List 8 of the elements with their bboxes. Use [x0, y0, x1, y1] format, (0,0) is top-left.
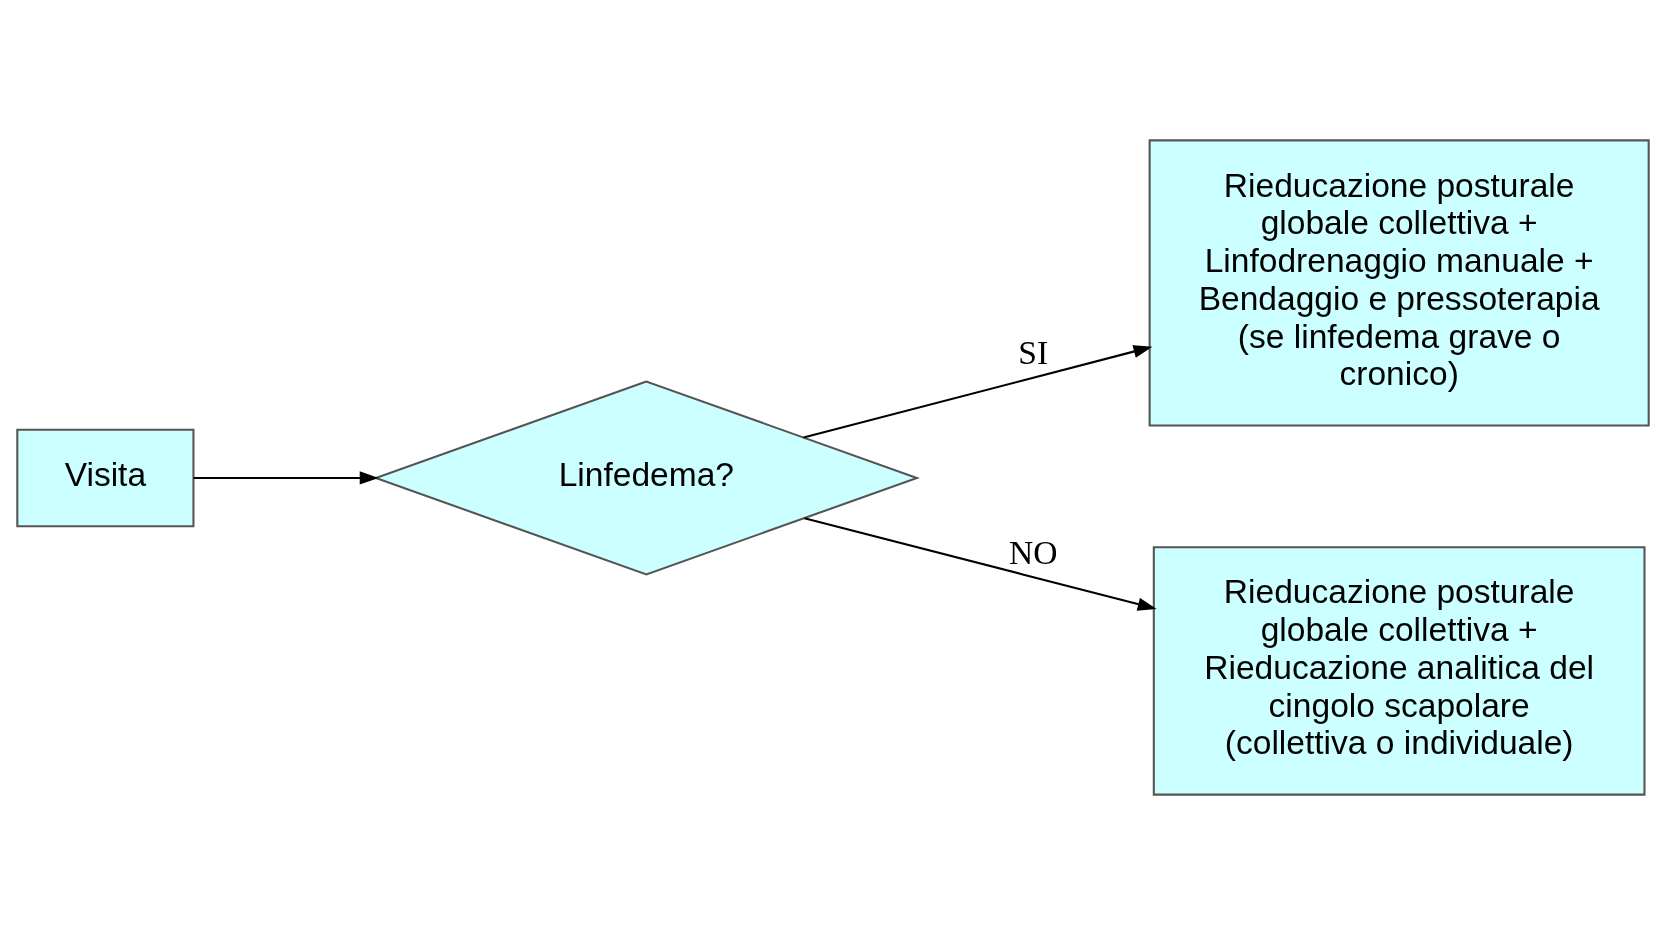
edge-label: NO [1009, 533, 1058, 571]
arrow [804, 516, 1157, 611]
node-box: Rieducazione posturale globale collettiva + Linfodrenaggio manuale + Bendaggio e pressoterapia (se linfedema grave o cronico) [1148, 138, 1650, 427]
node-box: Rieducazione posturale globale collettiva + Rieducazione analitica del cingolo scapolare (collettiva o individuale) [1152, 545, 1646, 796]
edge-label: SI [1018, 333, 1049, 371]
arrow [193, 470, 379, 485]
arrow [803, 344, 1153, 439]
node-box: Visita [16, 428, 195, 527]
